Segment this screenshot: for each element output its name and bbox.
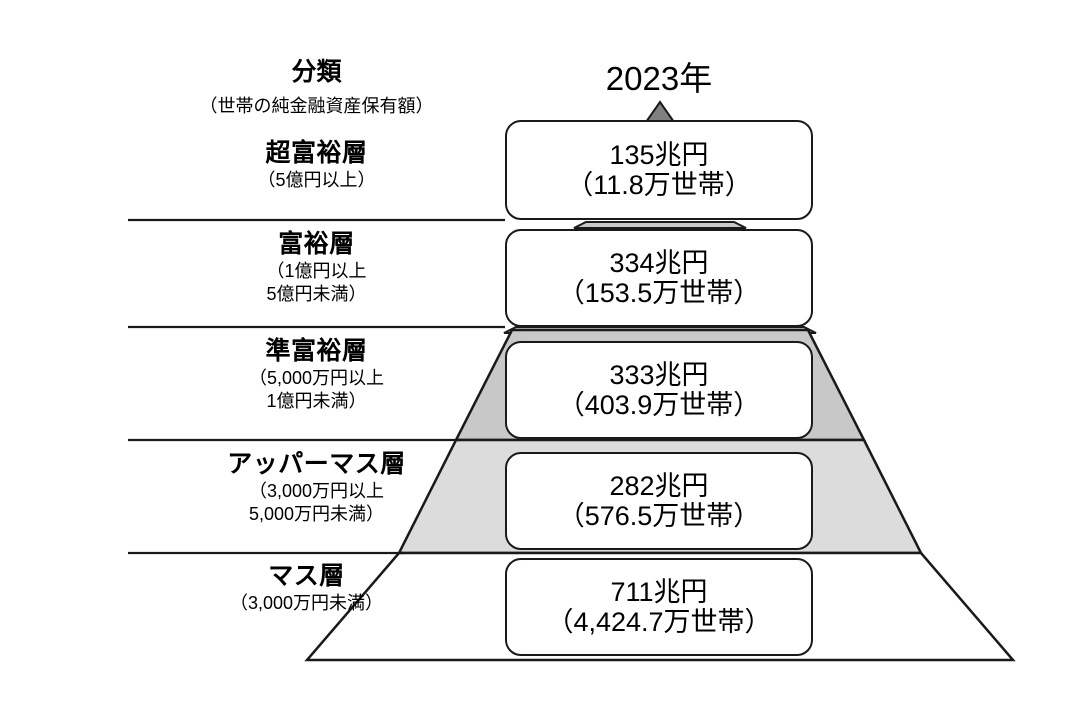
layer-label-mass: マス層 （3,000万円未満）	[118, 563, 495, 615]
layer-name-super-wealthy: 超富裕層	[265, 139, 368, 167]
value-amount-wealthy: 334兆円	[609, 247, 709, 278]
layer-label-super-wealthy: 超富裕層 （5億円以上）	[128, 140, 505, 192]
layer-range-wealthy: （1億円以上 5億円未満）	[128, 260, 505, 305]
layer-label-wealthy: 富裕層 （1億円以上 5億円未満）	[128, 231, 505, 305]
layer-range-line: 5億円未満）	[266, 283, 367, 304]
layer-range-semi-wealthy: （5,000万円以上 1億円未満）	[128, 367, 505, 412]
layer-range-line: （1億円以上	[266, 261, 367, 282]
value-households-super-wealthy: （11.8万世帯）	[566, 170, 752, 200]
value-amount-super-wealthy: 135兆円	[609, 139, 709, 170]
layer-range-super-wealthy: （5億円以上）	[128, 169, 505, 192]
layer-name-wealthy: 富裕層	[278, 230, 355, 258]
layer-range-line: （5億円以上）	[257, 170, 376, 191]
value-box-super-wealthy: 135兆円 （11.8万世帯）	[505, 120, 813, 220]
layer-range-line: （3,000万円未満）	[229, 593, 384, 614]
layer-range-mass: （3,000万円未満）	[118, 592, 495, 615]
year-column-header: 2023年	[605, 60, 713, 97]
layer-range-upper-mass: （3,000万円以上 5,000万円未満）	[128, 480, 505, 525]
category-column-header: 分類 （世帯の純金融資産保有額）	[128, 52, 505, 118]
category-header-title: 分類	[291, 58, 342, 86]
layer-range-line: （5,000万円以上	[248, 368, 385, 389]
value-box-wealthy: 334兆円 （153.5万世帯）	[505, 229, 813, 327]
value-households-upper-mass: （576.5万世帯）	[557, 501, 761, 531]
value-amount-upper-mass: 282兆円	[609, 470, 709, 501]
pyramid-band-superrich-to-rich	[573, 221, 747, 229]
layer-name-upper-mass: アッパーマス層	[227, 450, 406, 478]
value-box-upper-mass: 282兆円 （576.5万世帯）	[505, 452, 813, 550]
layer-name-semi-wealthy: 準富裕層	[265, 337, 368, 365]
layer-range-line: 1億円未満）	[266, 390, 367, 411]
layer-name-mass: マス層	[268, 562, 345, 590]
layer-label-upper-mass: アッパーマス層 （3,000万円以上 5,000万円未満）	[128, 451, 505, 525]
category-header-subtitle: （世帯の純金融資産保有額）	[199, 96, 434, 116]
layer-label-semi-wealthy: 準富裕層 （5,000万円以上 1億円未満）	[128, 338, 505, 412]
pyramid-apex-triangle	[644, 100, 676, 123]
value-amount-semi-wealthy: 333兆円	[609, 359, 709, 390]
layer-range-line: 5,000万円未満）	[248, 503, 385, 524]
value-amount-mass: 711兆円	[610, 576, 708, 607]
value-households-mass: （4,424.7万世帯）	[546, 607, 772, 637]
value-households-semi-wealthy: （403.9万世帯）	[557, 390, 761, 420]
value-box-semi-wealthy: 333兆円 （403.9万世帯）	[505, 341, 813, 439]
value-box-mass: 711兆円 （4,424.7万世帯）	[505, 558, 813, 656]
value-households-wealthy: （153.5万世帯）	[557, 278, 761, 308]
layer-range-line: （3,000万円以上	[248, 481, 385, 502]
